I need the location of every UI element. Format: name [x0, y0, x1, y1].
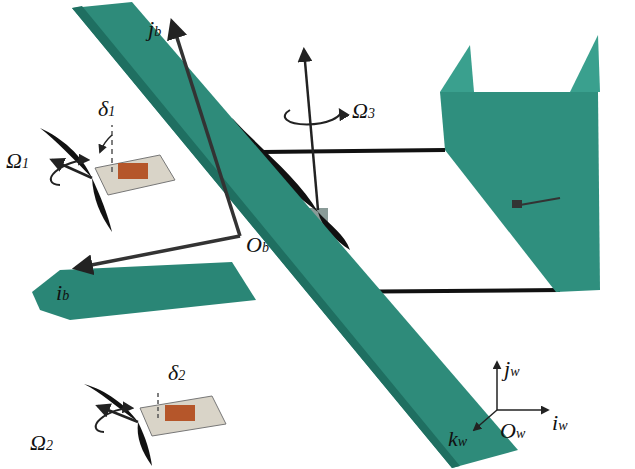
body-axis-label: ib	[56, 282, 69, 304]
propeller-blade	[138, 422, 152, 466]
world-axis-label: jw	[504, 358, 519, 380]
tail-boom	[262, 150, 445, 152]
origin-label: Ob	[246, 234, 269, 256]
world-axis	[496, 362, 498, 410]
servo	[520, 198, 560, 205]
body-axis-label: jb	[148, 18, 161, 40]
rotor-speed: Ω2	[30, 432, 53, 454]
rotation-arrow	[285, 110, 341, 124]
main-wing	[72, 2, 518, 468]
tail-plane	[440, 92, 600, 292]
motor	[118, 163, 148, 179]
motor	[165, 405, 195, 421]
rotor-speed: Ω1	[6, 150, 29, 172]
axis-arrow	[304, 50, 318, 210]
motor-mount	[95, 155, 175, 195]
servo	[512, 200, 522, 208]
fuselage	[32, 262, 256, 320]
tail-fin	[570, 35, 600, 92]
tail-fin	[440, 45, 474, 92]
motor-mount	[140, 396, 226, 436]
world-axis	[497, 409, 548, 411]
rotation-arrow	[51, 160, 88, 185]
rotation-arrow	[96, 408, 132, 432]
body-axis	[172, 22, 240, 236]
rotor-speed: Ω3	[352, 100, 375, 122]
wing-edge	[72, 6, 460, 468]
origin-label: Ow	[500, 420, 525, 442]
tilt-angle: δ1	[98, 98, 115, 120]
reference-line	[157, 392, 159, 418]
thrust-arrow	[98, 406, 138, 422]
body-axis	[76, 236, 240, 268]
world-axis-label: iw	[552, 412, 567, 434]
propeller-blade	[84, 384, 138, 422]
world-axis	[474, 410, 497, 430]
tilt-angle: δ2	[168, 362, 185, 384]
propeller-blade	[40, 128, 92, 178]
reference-line	[111, 125, 113, 172]
world-axis-label: kw	[448, 428, 467, 450]
propeller-blade	[92, 178, 112, 232]
tilt-arrow	[100, 135, 112, 152]
